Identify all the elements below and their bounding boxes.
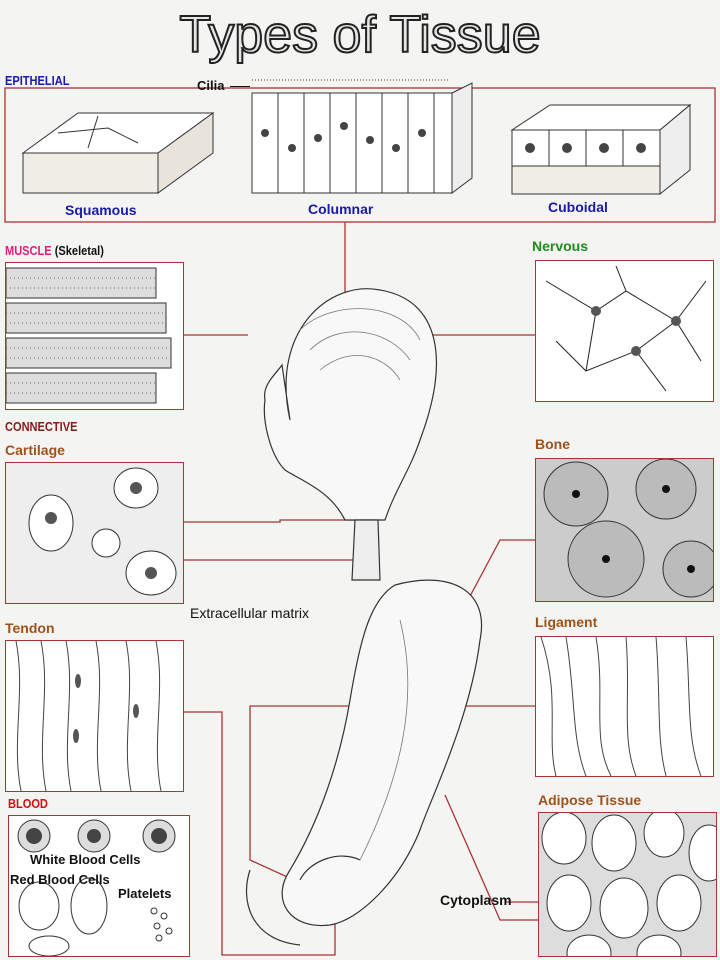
columnar-label: Columnar [308, 201, 374, 217]
nervous-heading: Nervous [532, 238, 589, 254]
page-title: Types of Tissue [178, 5, 541, 65]
bone-label: Bone [535, 436, 570, 452]
columnar-illustration [250, 78, 475, 200]
squamous-illustration [18, 108, 218, 196]
squamous-label: Squamous [65, 202, 137, 218]
ligament-illustration [535, 636, 714, 777]
ligament-label: Ligament [535, 614, 598, 630]
muscle-title: MUSCLE [5, 243, 52, 258]
cartilage-illustration [5, 462, 184, 604]
cilia-pointer [230, 86, 250, 87]
platelets-label: Platelets [118, 886, 172, 901]
adipose-label: Adipose Tissue [538, 792, 642, 808]
svg-text:Types of Tissue: Types of Tissue [179, 6, 540, 64]
cartilage-label: Cartilage [5, 442, 65, 458]
blood-illustration [8, 815, 190, 957]
cilia-label: Cilia [197, 78, 225, 93]
nervous-tissue-illustration [535, 260, 714, 402]
muscle-subtitle: (Skeletal) [54, 243, 104, 258]
blood-heading: BLOOD [8, 796, 48, 811]
tendon-label: Tendon [5, 620, 55, 636]
tendon-illustration [5, 640, 184, 792]
cuboidal-illustration [510, 100, 695, 196]
cuboidal-label: Cuboidal [548, 199, 608, 215]
cytoplasm-label: Cytoplasm [440, 892, 512, 908]
bone-illustration [535, 458, 714, 602]
connective-heading: CONNECTIVE [5, 419, 78, 434]
white-blood-cells-label: White Blood Cells [30, 852, 141, 867]
epithelial-heading: EPITHELIAL [5, 73, 70, 88]
muscle-heading: MUSCLE (Skeletal) [5, 243, 104, 258]
extracellular-matrix-label: Extracellular matrix [190, 605, 310, 621]
adipose-illustration [538, 812, 717, 957]
red-blood-cells-label: Red Blood Cells [10, 872, 110, 887]
skeletal-muscle-illustration [5, 262, 184, 410]
